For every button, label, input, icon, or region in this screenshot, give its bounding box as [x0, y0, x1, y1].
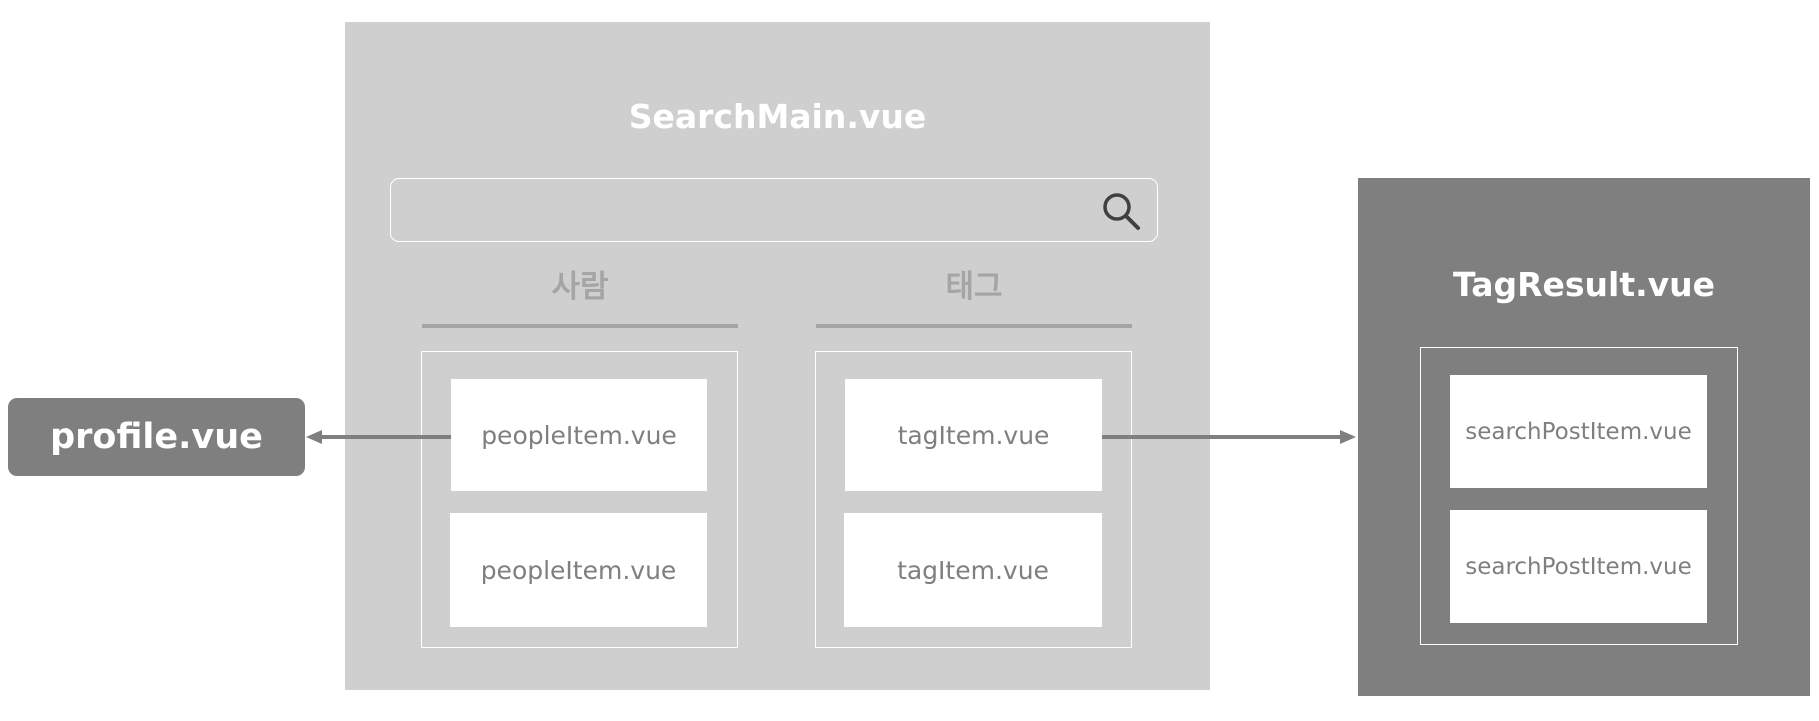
tab-tag[interactable]: 태그 [945, 269, 1003, 305]
search-icon[interactable] [1100, 190, 1142, 232]
tag-to-result-arrowhead [1340, 430, 1356, 444]
search-input[interactable] [390, 178, 1158, 242]
people-to-profile-arrowhead [306, 430, 322, 444]
search-post-item[interactable]: searchPostItem.vue [1450, 510, 1707, 623]
tag-item[interactable]: tagItem.vue [844, 513, 1102, 627]
tab-people-underline [422, 324, 738, 328]
people-list [421, 351, 738, 648]
profile-component: profile.vue [8, 398, 305, 476]
search-main-title: SearchMain.vue [628, 97, 927, 136]
tag-result-title: TagResult.vue [1452, 265, 1716, 304]
people-item[interactable]: peopleItem.vue [450, 513, 707, 627]
search-post-item[interactable]: searchPostItem.vue [1450, 375, 1707, 488]
tag-list [815, 351, 1132, 648]
tag-item[interactable]: tagItem.vue [845, 379, 1102, 491]
tab-tag-underline [816, 324, 1132, 328]
people-item[interactable]: peopleItem.vue [451, 379, 707, 491]
search-post-list [1420, 347, 1738, 645]
tab-people[interactable]: 사람 [551, 269, 609, 305]
